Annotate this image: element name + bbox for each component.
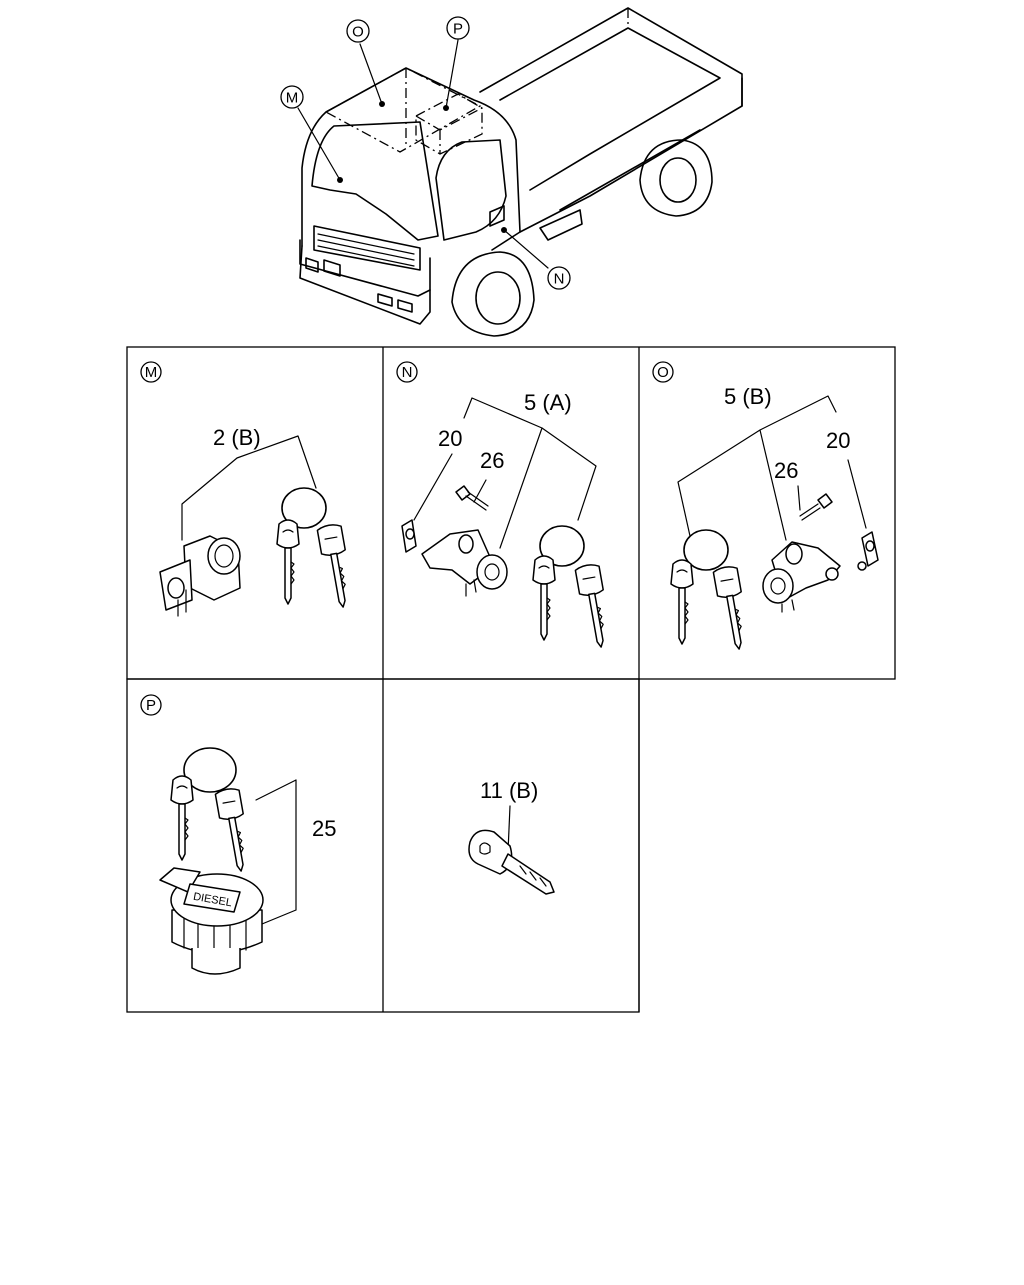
panel-grid <box>126 346 896 1013</box>
label-5b: 5 (B) <box>724 384 772 409</box>
svg-text:P: P <box>453 21 463 38</box>
panel-m-letter: M <box>140 361 162 383</box>
panel-o-letter: O <box>652 361 674 383</box>
label-5a: 5 (A) <box>524 390 572 415</box>
svg-text:O: O <box>657 364 669 381</box>
svg-text:M: M <box>286 90 299 107</box>
label-11b: 11 (B) <box>480 778 538 803</box>
svg-text:N: N <box>554 271 565 288</box>
panel-p-letter: P <box>140 694 162 716</box>
svg-text:P: P <box>146 697 156 714</box>
label-2b: 2 (B) <box>213 425 261 450</box>
label-26-o: 26 <box>774 458 798 483</box>
truck-illustration <box>297 7 743 337</box>
svg-text:O: O <box>352 24 364 41</box>
callout-n: N <box>547 266 571 290</box>
callout-p: P <box>446 16 470 40</box>
svg-text:N: N <box>402 364 413 381</box>
label-20-n: 20 <box>438 426 462 451</box>
callout-o: O <box>346 19 370 43</box>
label-26-n: 26 <box>480 448 504 473</box>
callout-m: M <box>280 85 304 109</box>
panel-o: O 5 (B) 26 20 <box>652 361 879 652</box>
panel-n: N 5 (A) 20 26 <box>396 361 614 650</box>
label-20-o: 20 <box>826 428 850 453</box>
panel-m: M 2 (B) <box>140 361 356 617</box>
label-25: 25 <box>312 816 336 841</box>
panel-p: P 25 DIESEL <box>140 694 336 975</box>
svg-text:M: M <box>145 364 158 381</box>
panel-n-letter: N <box>396 361 418 383</box>
panel-key: 11 (B) <box>468 778 555 895</box>
